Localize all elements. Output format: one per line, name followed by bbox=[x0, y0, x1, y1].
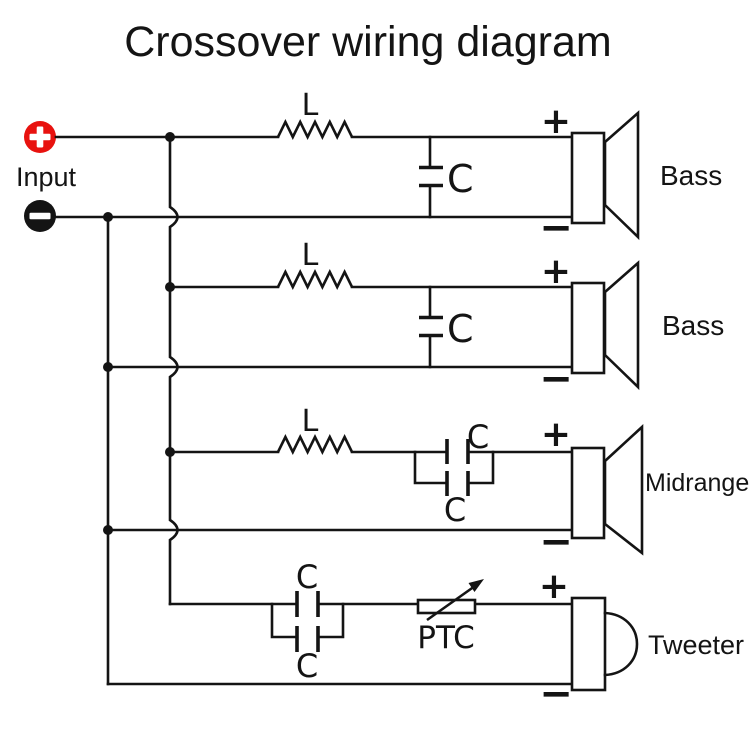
diagram-title: Crossover wiring diagram bbox=[124, 18, 612, 66]
speaker-label: Tweeter bbox=[648, 630, 744, 660]
plus-icon bbox=[29, 126, 51, 148]
polarity-minus: − bbox=[539, 356, 573, 402]
inductor-label: L bbox=[302, 88, 319, 123]
polarity-plus: + bbox=[539, 566, 569, 607]
speaker-symbol bbox=[570, 446, 606, 540]
speaker-cone bbox=[603, 424, 644, 556]
polarity-plus: + bbox=[541, 101, 571, 142]
capacitor-bottom-label: C bbox=[444, 491, 466, 529]
inductor-label: L bbox=[302, 404, 319, 439]
capacitor-bottom-symbol bbox=[445, 471, 470, 496]
speaker-label: Bass bbox=[660, 160, 722, 191]
capacitor-parallel-path bbox=[413, 450, 495, 485]
positive-bus-wire bbox=[168, 135, 179, 606]
wire bbox=[54, 135, 574, 219]
polarity-plus: + bbox=[541, 414, 571, 455]
polarity-minus: − bbox=[539, 205, 573, 251]
speaker-label: Midrange bbox=[645, 469, 749, 497]
speaker-symbol bbox=[570, 596, 607, 692]
inductor-symbol bbox=[276, 269, 354, 290]
capacitor-parallel-path bbox=[270, 602, 345, 639]
branch-bass-1: L C + − Bass bbox=[54, 88, 722, 251]
minus-icon bbox=[29, 212, 51, 220]
speaker-label: Bass bbox=[662, 310, 724, 341]
speaker-symbol bbox=[570, 281, 606, 375]
input-terminals: Input bbox=[16, 121, 77, 232]
capacitor-top-symbol bbox=[445, 439, 470, 464]
capacitor-label: C bbox=[447, 157, 474, 201]
capacitor-label: C bbox=[447, 307, 474, 351]
inductor-label: L bbox=[302, 238, 319, 273]
ptc-label: PTC bbox=[417, 620, 474, 656]
polarity-plus: + bbox=[541, 251, 571, 292]
inductor-symbol bbox=[276, 119, 354, 140]
wire bbox=[106, 450, 574, 532]
capacitor-top-symbol bbox=[295, 591, 320, 617]
capacitor-bottom-label: C bbox=[296, 647, 318, 685]
speaker-cone bbox=[603, 110, 640, 241]
wire bbox=[106, 602, 574, 686]
wire bbox=[106, 285, 574, 369]
capacitor-bottom-symbol bbox=[295, 626, 320, 652]
ptc-arrow bbox=[426, 579, 484, 622]
inductor-symbol bbox=[276, 434, 354, 455]
capacitor-symbol bbox=[419, 165, 443, 188]
branch-midrange: L C C + − Midrange bbox=[106, 404, 749, 565]
branch-tweeter: C C PTC + − Tweeter bbox=[106, 558, 744, 717]
input-label: Input bbox=[16, 162, 77, 192]
branch-bass-2: L C + − Bass bbox=[106, 238, 724, 402]
polarity-minus: − bbox=[539, 519, 573, 565]
capacitor-symbol bbox=[419, 315, 443, 338]
capacitor-top-label: C bbox=[296, 558, 318, 596]
speaker-symbol bbox=[570, 131, 606, 225]
speaker-cone bbox=[603, 260, 640, 391]
tweeter-dome bbox=[603, 611, 639, 677]
capacitor-top-label: C bbox=[467, 418, 489, 456]
polarity-minus: − bbox=[539, 671, 573, 717]
